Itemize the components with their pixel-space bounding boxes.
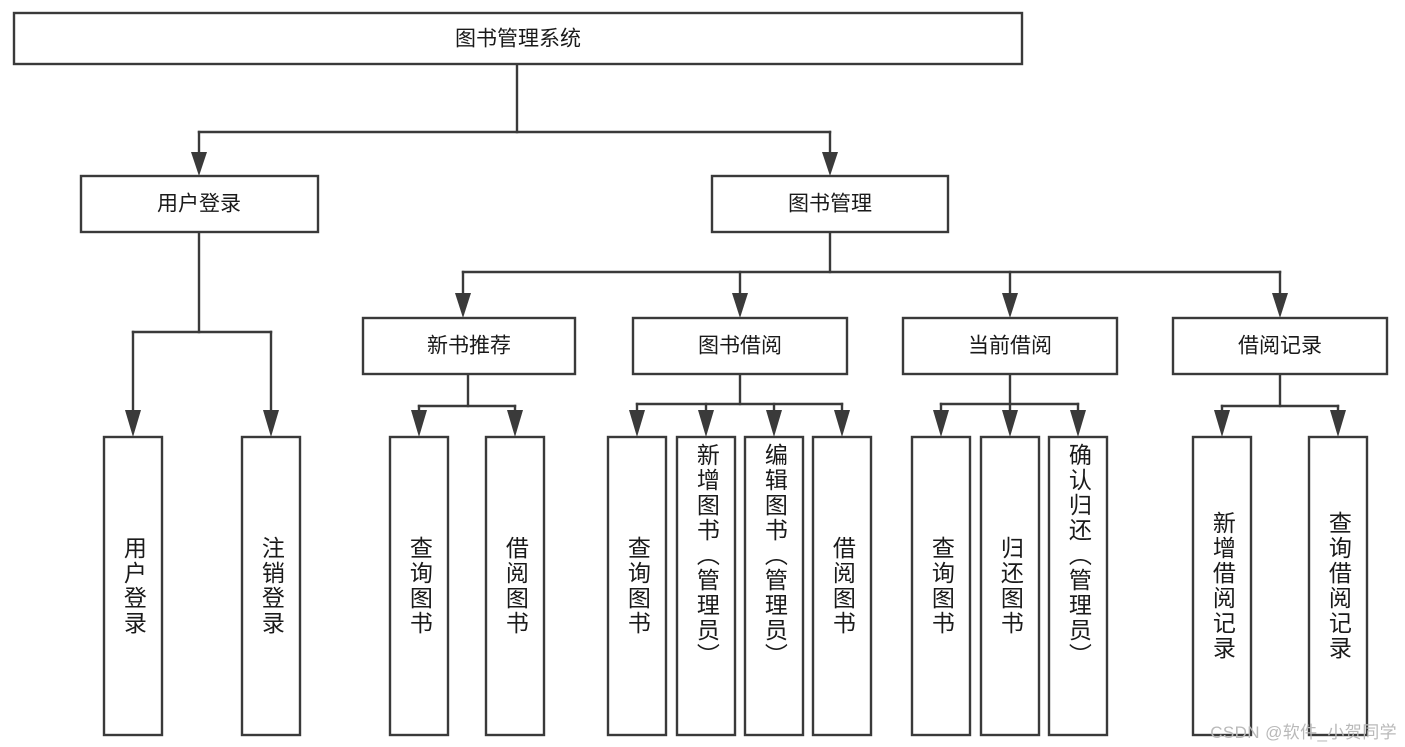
node-leaf-query-book-2-box[interactable] [606, 435, 668, 737]
arrow-leaf-borrow-book-1 [507, 410, 523, 437]
arrow-leaf-user-login [125, 410, 141, 437]
node-leaf-borrow-book-1[interactable] [484, 435, 546, 737]
node-leaf-return-book[interactable] [979, 435, 1041, 737]
connectors-layer [125, 62, 1346, 437]
node-leaf-query-book-3[interactable] [910, 435, 972, 737]
node-root-label: 图书管理系统 [455, 28, 581, 51]
node-current-borrow[interactable]: 当前借阅 [901, 316, 1119, 376]
arrow-leaf-borrow-book-2 [834, 410, 850, 437]
node-book-management-box[interactable] [710, 174, 950, 234]
node-book-management-label: 图书管理 [788, 193, 872, 216]
node-leaf-confirm-return[interactable] [1047, 435, 1109, 737]
arrow-new-book-recommend [455, 293, 471, 318]
node-leaf-query-book-1[interactable] [388, 435, 450, 737]
arrow-book-borrow [732, 293, 748, 318]
node-book-management[interactable]: 图书管理 [710, 174, 950, 234]
arrow-user-login [191, 152, 207, 176]
node-leaf-logout-login-box[interactable] [240, 435, 302, 737]
node-user-login[interactable]: 用户登录 [79, 174, 320, 234]
node-new-book-recommend-box[interactable] [361, 316, 577, 376]
arrow-leaf-query-book-2 [629, 410, 645, 437]
node-leaf-logout-login[interactable] [240, 435, 302, 737]
node-book-borrow-box[interactable] [631, 316, 849, 376]
node-leaf-add-borrow-record-box[interactable] [1191, 435, 1253, 737]
node-user-login-box[interactable] [79, 174, 320, 234]
node-root-box[interactable] [12, 11, 1024, 66]
arrow-leaf-edit-book [766, 410, 782, 437]
node-leaf-confirm-return-box[interactable] [1047, 435, 1109, 737]
node-leaf-query-book-2[interactable] [606, 435, 668, 737]
node-leaf-borrow-book-1-box[interactable] [484, 435, 546, 737]
arrow-leaf-add-borrow-record [1214, 410, 1230, 437]
node-user-login-label: 用户登录 [157, 193, 241, 216]
node-leaf-edit-book[interactable] [743, 435, 805, 737]
arrow-borrow-record [1272, 293, 1288, 318]
node-leaf-query-book-3-box[interactable] [910, 435, 972, 737]
node-leaf-add-book[interactable] [675, 435, 737, 737]
node-new-book-recommend-label: 新书推荐 [427, 335, 511, 358]
node-leaf-query-borrow-record-box[interactable] [1307, 435, 1369, 737]
arrow-leaf-query-book-3 [933, 410, 949, 437]
arrow-leaf-query-borrow-record [1330, 410, 1346, 437]
node-leaf-borrow-book-2[interactable] [811, 435, 873, 737]
node-root[interactable]: 图书管理系统 [12, 11, 1024, 66]
node-borrow-record-label: 借阅记录 [1238, 335, 1322, 358]
node-borrow-record[interactable]: 借阅记录 [1171, 316, 1389, 376]
arrow-current-borrow [1002, 293, 1018, 318]
arrow-leaf-logout-login [263, 410, 279, 437]
node-leaf-borrow-book-2-box[interactable] [811, 435, 873, 737]
arrow-leaf-return-book [1002, 410, 1018, 437]
node-leaf-return-book-box[interactable] [979, 435, 1041, 737]
node-leaf-query-book-1-box[interactable] [388, 435, 450, 737]
node-current-borrow-label: 当前借阅 [968, 335, 1052, 358]
node-leaf-query-borrow-record[interactable] [1307, 435, 1369, 737]
node-book-borrow-label: 图书借阅 [698, 335, 782, 358]
arrow-leaf-query-book-1 [411, 410, 427, 437]
watermark-text: CSDN @软件_小贺同学 [1210, 723, 1397, 742]
node-borrow-record-box[interactable] [1171, 316, 1389, 376]
node-book-borrow[interactable]: 图书借阅 [631, 316, 849, 376]
arrow-book-management [822, 152, 838, 176]
arrow-leaf-confirm-return [1070, 410, 1086, 437]
arrow-leaf-add-book [698, 410, 714, 437]
node-leaf-user-login-box[interactable] [102, 435, 164, 737]
node-current-borrow-box[interactable] [901, 316, 1119, 376]
node-leaf-edit-book-box[interactable] [743, 435, 805, 737]
node-leaf-add-book-box[interactable] [675, 435, 737, 737]
node-leaf-add-borrow-record[interactable] [1191, 435, 1253, 737]
node-new-book-recommend[interactable]: 新书推荐 [361, 316, 577, 376]
node-leaf-user-login[interactable] [102, 435, 164, 737]
